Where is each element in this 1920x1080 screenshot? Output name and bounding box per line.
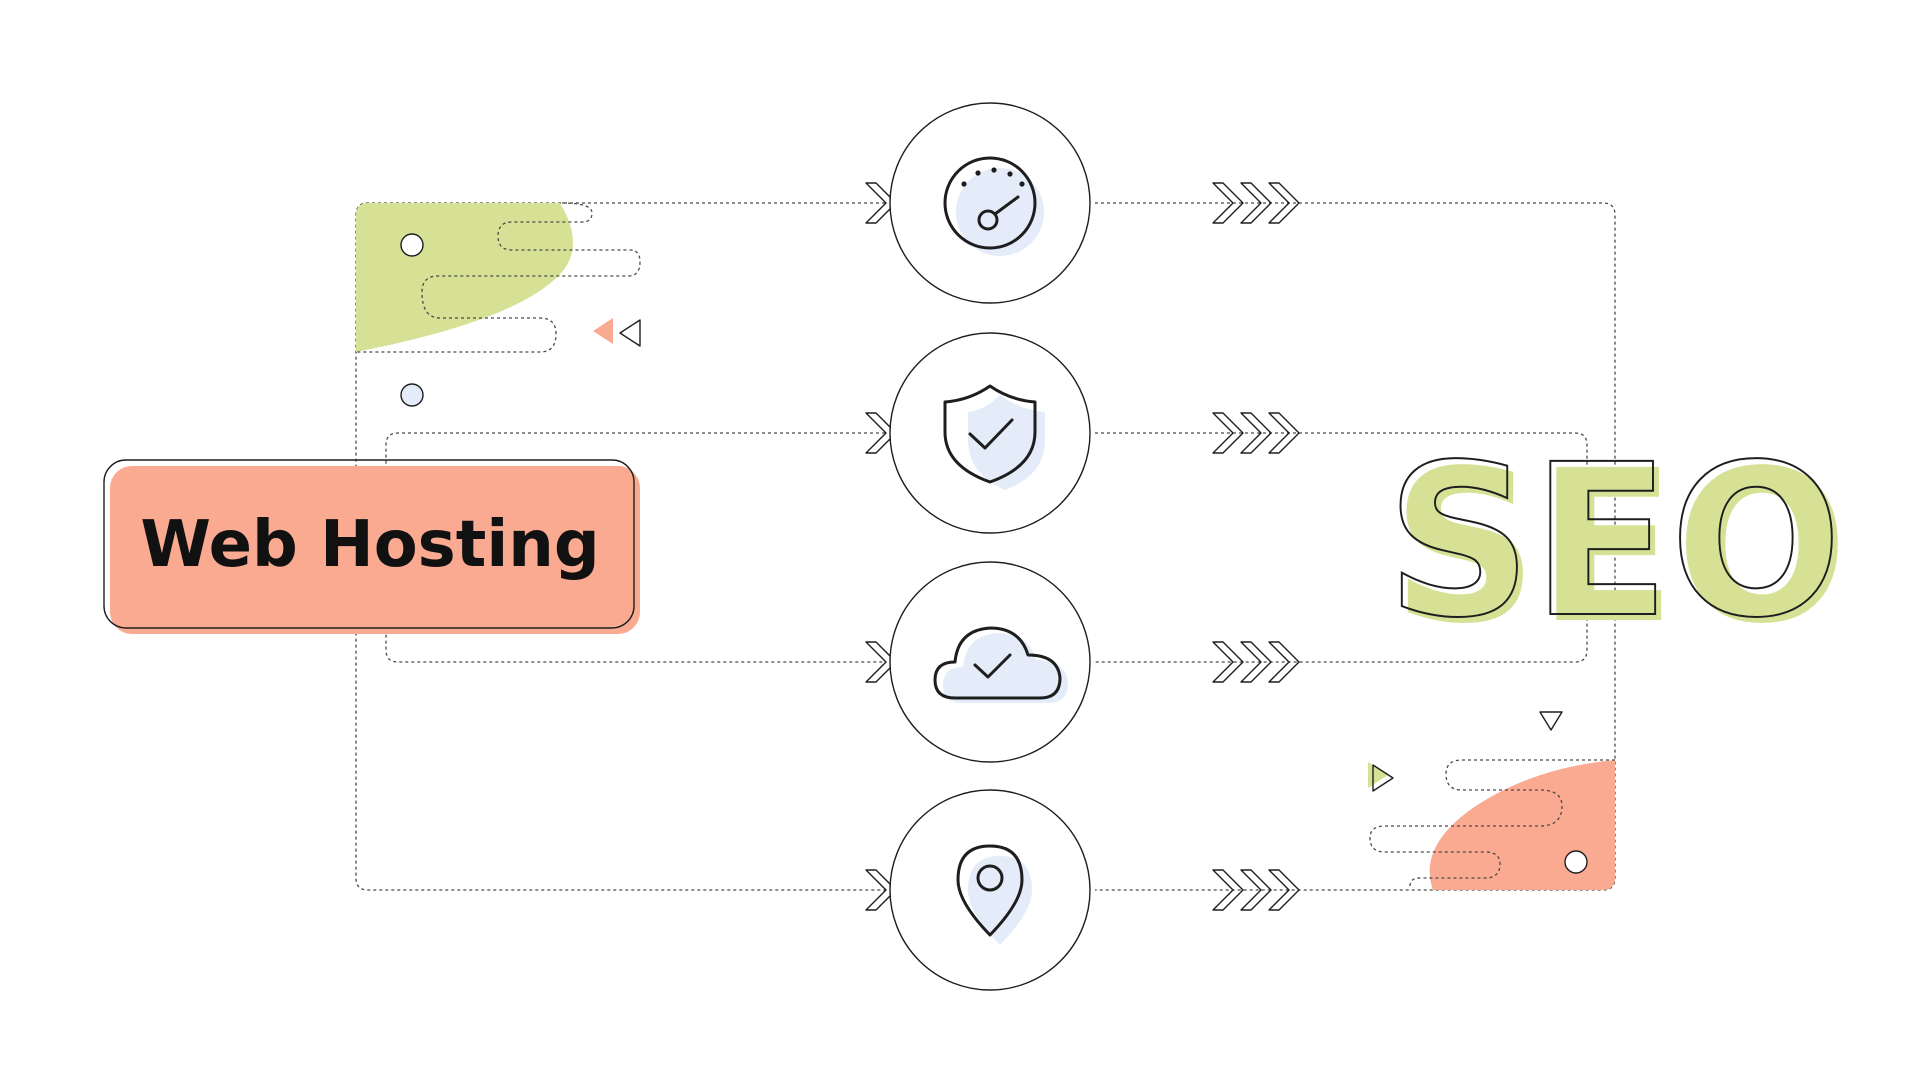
seo-title: SEO SEO: [1385, 418, 1848, 670]
corner-decoration-top-left: [356, 202, 641, 407]
exit-chevrons: [1212, 182, 1300, 911]
node-speed: [889, 102, 1091, 304]
speedometer-icon: [943, 156, 1044, 256]
seo-text-outline: SEO: [1386, 419, 1842, 664]
cloud-check-icon: [933, 626, 1068, 703]
corner-decoration-bottom-right: [1368, 711, 1615, 890]
web-hosting-label: Web Hosting: [140, 508, 599, 582]
entry-chevrons: [865, 182, 897, 911]
node-location: [889, 789, 1091, 991]
node-cloud: [889, 561, 1091, 763]
node-security: [889, 332, 1091, 534]
seo-text-fill: SEO: [1392, 425, 1848, 670]
web-hosting-box: Web Hosting: [103, 459, 640, 634]
location-pin-icon: [956, 844, 1032, 945]
shield-check-icon: [943, 384, 1045, 490]
